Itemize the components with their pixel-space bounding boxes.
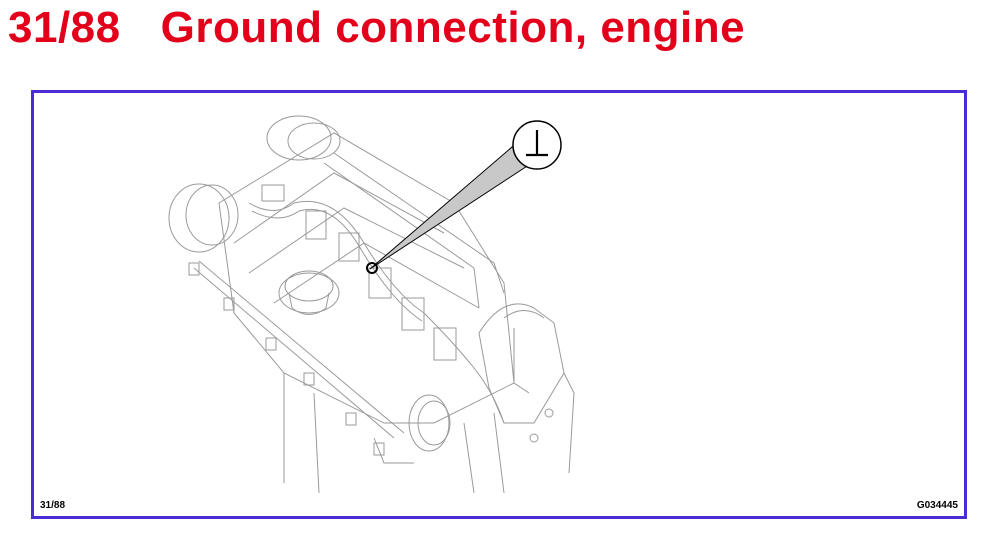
ground-symbol-icon bbox=[526, 130, 548, 157]
cam-cap-right bbox=[408, 394, 450, 452]
ground-point bbox=[366, 262, 378, 274]
diagram-title: Ground connection, engine bbox=[160, 3, 746, 52]
engine-illustration bbox=[168, 115, 575, 494]
diagram-ref: 31/88 bbox=[8, 3, 121, 52]
ignition-coil bbox=[305, 210, 327, 240]
page-title: 31/88 Ground connection, engine bbox=[8, 2, 745, 54]
cam-cap-top bbox=[266, 115, 332, 161]
figure-code: G034445 bbox=[916, 500, 958, 511]
footer-ref: 31/88 bbox=[40, 500, 66, 511]
cam-cap-left bbox=[168, 183, 230, 253]
oil-filler-cap bbox=[278, 272, 340, 314]
diagram-frame: 31/88 G034445 bbox=[31, 90, 967, 519]
fuel-rail bbox=[193, 267, 395, 439]
cylinder-head bbox=[218, 132, 515, 424]
engine-mount bbox=[478, 303, 565, 424]
